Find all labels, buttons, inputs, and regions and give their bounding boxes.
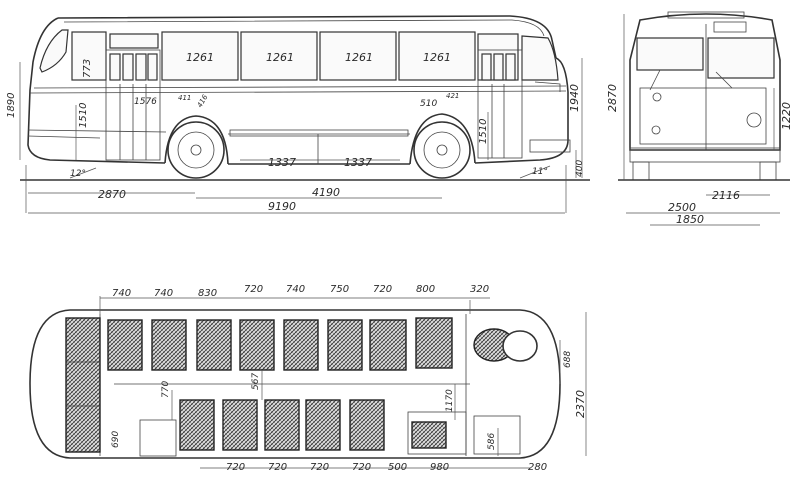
aisle-dim-2: 567 [251,373,261,390]
front-overall-width: 2500 [668,201,696,214]
seat-bottom-3 [264,399,300,451]
seat-top-1 [107,319,143,371]
window-width-1: 1261 [186,51,214,64]
track-width: 2116 [712,189,740,202]
aisle-dim: 770 [161,381,171,398]
seat-bottom-5 [349,399,385,451]
side-view: 1261 1261 1261 1261 773 1890 1510 1576 4… [6,15,590,214]
bottom-spacing-5: 500 [388,462,407,473]
side-window-3 [319,31,397,81]
top-spacing-1: 740 [112,288,131,299]
side-window-4 [398,31,476,81]
axle-spacing-2: 1337 [344,156,372,169]
floor-height-left: 1510 [78,103,89,128]
top-spacing-2: 740 [154,288,173,299]
floor-height-right: 1510 [478,119,489,144]
top-spacing-5: 740 [286,284,305,295]
small-dim-2: 416 [196,93,210,109]
seat-bottom-2 [222,399,258,451]
seat-top-8 [415,317,453,369]
departure-angle: 11° [532,167,548,177]
plan-view: 740 740 830 720 740 750 720 800 320 720 … [29,284,587,473]
front-view: 2870 1220 2116 2500 1850 [606,11,793,226]
front-window-height: 773 [82,59,93,78]
bottom-spacing-2: 720 [268,462,287,473]
approach-angle: 12° [70,169,86,179]
seat-driver-step [411,421,447,449]
seat-top-2 [151,319,187,371]
door-width: 1576 [134,97,157,107]
steering-wheel [473,328,538,362]
window-width-2: 1261 [266,51,294,64]
window-width-4: 1261 [423,51,451,64]
small-dim-1: 411 [178,94,191,102]
plan-outline [29,309,561,459]
seat-top-6 [327,319,363,371]
bottom-spacing-1: 720 [226,462,245,473]
bottom-spacing-3: 720 [310,462,329,473]
front-inner-width: 1850 [676,213,704,226]
top-spacing-6: 750 [330,284,349,295]
top-spacing-7: 720 [373,284,392,295]
door-rear-dim: 510 [420,99,437,109]
rear-bench [65,317,101,453]
window-width-3: 1261 [345,51,373,64]
side-window-1 [161,31,239,81]
seat-top-5 [283,319,319,371]
overall-height: 1890 [6,93,17,118]
front-door [105,49,161,161]
bottom-spacing-6: 980 [430,462,449,473]
rear-wheel [413,121,471,179]
rear-seat-dim: 690 [111,431,121,448]
bottom-spacing-4: 720 [352,462,371,473]
front-body [629,13,781,151]
front-overall-height: 2870 [606,84,619,112]
overall-length: 9190 [268,200,296,213]
roof-height: 1940 [568,84,581,112]
seat-top-7 [369,319,407,371]
top-spacing-3: 830 [198,288,217,299]
seat-top-4 [239,319,275,371]
front-overhang: 2870 [98,188,126,201]
side-window-2 [240,31,318,81]
door-dim: 586 [487,433,497,450]
axle-spacing-1: 1337 [268,156,296,169]
top-spacing-8: 800 [416,284,435,295]
bottom-spacing-7: 280 [528,462,547,473]
seat-bottom-4 [305,399,341,451]
plan-width: 2370 [574,390,587,418]
wheelbase: 4190 [312,186,340,199]
top-spacing-4: 720 [244,284,263,295]
ground-clearance: 400 [575,160,585,177]
top-spacing-9: 320 [470,284,489,295]
rear-door [477,49,523,159]
seat-top-3 [196,319,232,371]
front-wheel [167,121,225,179]
side-roof [57,15,557,59]
aisle-dim-3: 1170 [445,389,455,412]
side-dim: 688 [563,351,573,368]
seat-bottom-1 [179,399,215,451]
small-dim-3: 421 [446,92,459,100]
front-window-height-dim: 1220 [780,102,793,130]
